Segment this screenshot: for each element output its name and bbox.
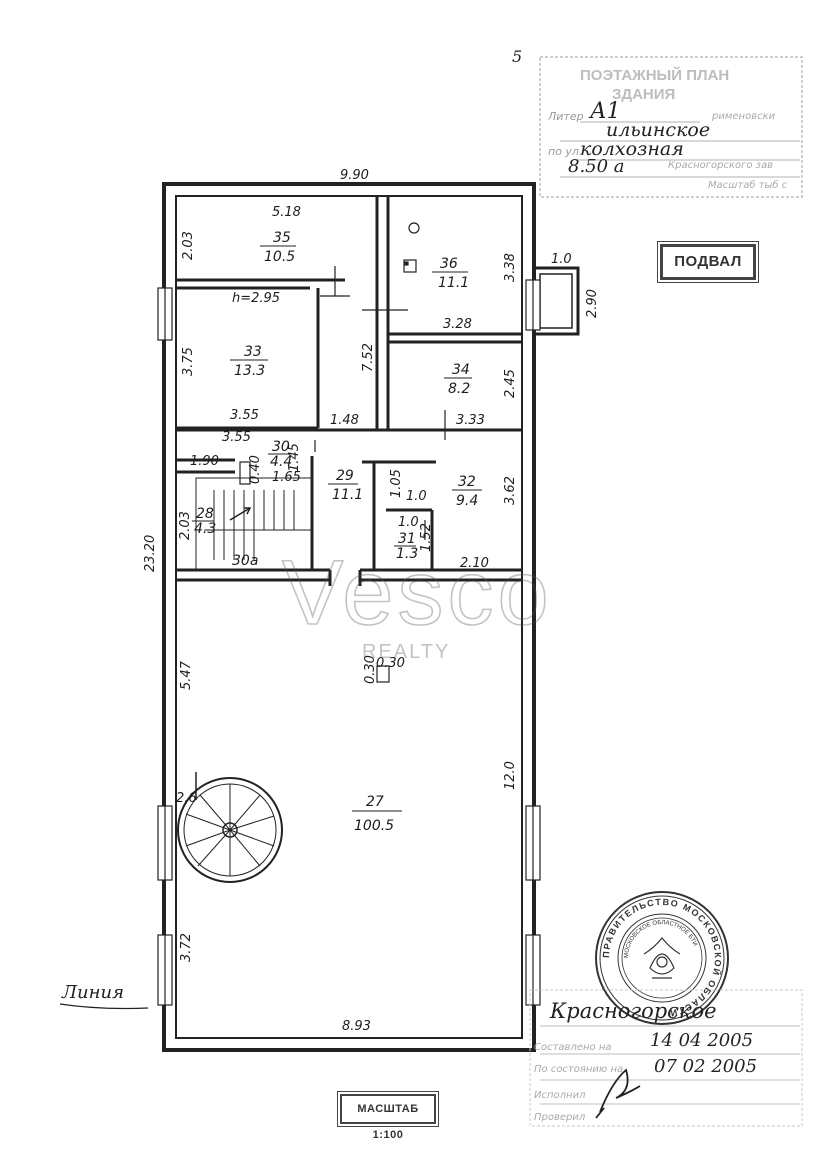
bottom-date-second: 07 02 2005 (654, 1056, 757, 1077)
stair-label: 30а (232, 553, 258, 569)
room-36-area: 11.1 (438, 275, 469, 291)
dim-26: 2.6 (176, 791, 197, 806)
room-35-num: 35 (273, 230, 291, 246)
dim-overall-width: 9.90 (340, 168, 369, 183)
dim-362: 3.62 (503, 476, 518, 505)
street-value: колхозная (580, 138, 684, 160)
title-heading-2: ЗДАНИЯ (612, 86, 675, 103)
faded-right-mid: Красногорского зав (668, 160, 773, 171)
room-33-num: 33 (244, 344, 262, 360)
bottom-faded-4: Проверил (534, 1112, 586, 1123)
bottom-date-first: 14 04 2005 (650, 1030, 753, 1051)
dim-752: 7.52 (361, 343, 376, 372)
room-30-num: 30 (272, 439, 290, 455)
dim-10-a: 1.0 (406, 489, 427, 504)
room-31-area: 1.3 (396, 546, 418, 562)
watermark: Vesco REALTY (281, 541, 553, 663)
height-note: h=2.95 (232, 291, 280, 306)
house-value: 8.50 а (568, 156, 625, 177)
room-28-num: 28 (196, 506, 214, 522)
liter-value: А1 (588, 99, 621, 124)
dim-547: 5.47 (179, 660, 194, 690)
room-30-area: 4.4 (270, 454, 292, 470)
room-34-area: 8.2 (448, 381, 470, 397)
dim-375: 3.75 (181, 347, 196, 376)
room-28-area: 4.3 (194, 521, 216, 537)
room-34-num: 34 (452, 362, 470, 378)
bottom-block: Красногорское Составлено на 14 04 2005 П… (529, 989, 803, 1127)
watermark-sub: REALTY (362, 641, 450, 663)
dim-290-ext: 2.90 (585, 289, 600, 318)
dim-203-stair: 2.03 (178, 511, 193, 540)
dim-030-a: 0.30 (363, 655, 378, 684)
dim-bottom-width: 8.93 (342, 1019, 371, 1034)
dim-203-top: 2.03 (181, 231, 196, 260)
dim-333: 3.33 (456, 413, 485, 428)
fixtures (239, 222, 420, 683)
room-labels: 35 10.5 36 11.1 33 13.3 34 8.2 30 4.4 29… (192, 230, 482, 834)
room-29-num: 29 (336, 468, 354, 484)
bottom-faded-2: По состоянию на (534, 1064, 623, 1075)
faded-right-top: рименовски (711, 111, 776, 122)
room-29-area: 11.1 (332, 487, 363, 503)
room-27-area: 100.5 (354, 818, 394, 834)
room-36-num: 36 (440, 256, 458, 272)
scale-stamp: МАСШТАБ 1:100 (337, 1091, 439, 1141)
bottom-faded-1: Составлено на (534, 1042, 612, 1053)
title-heading-1: ПОЭТАЖНЫЙ ПЛАН (580, 66, 729, 84)
room-27-num: 27 (366, 794, 384, 810)
door-marks (314, 266, 446, 540)
dim-10-ext: 1.0 (551, 252, 572, 267)
bottom-faded-3: Исполнил (534, 1090, 586, 1101)
liter-label: Литер (547, 110, 584, 123)
title-block: ПОЭТАЖНЫЙ ПЛАН ЗДАНИЯ Литер А1 рименовск… (539, 56, 803, 198)
dim-210: 2.10 (460, 556, 489, 571)
dim-190: 1.90 (190, 454, 219, 469)
outer-walls (162, 182, 536, 1052)
dim-338: 3.38 (503, 253, 518, 282)
bottom-city: Красногорское (549, 999, 717, 1023)
room-31-num: 31 (398, 531, 416, 547)
room-32-num: 32 (458, 474, 476, 490)
dim-355-b: 3.55 (222, 430, 251, 445)
dim-165: 1.65 (272, 470, 301, 485)
windows (157, 279, 541, 1006)
room-32-area: 9.4 (456, 493, 478, 509)
dim-overall-height: 23.20 (143, 535, 158, 572)
dim-518: 5.18 (272, 205, 301, 220)
dim-105: 1.05 (389, 469, 404, 498)
spiral-stair (177, 772, 283, 883)
dim-10-b: 1.0 (398, 515, 419, 530)
stair-28 (195, 477, 313, 571)
page-number: 5 (512, 47, 522, 66)
left-signature-text: Линия (61, 982, 124, 1003)
dim-152: 1.52 (419, 523, 434, 552)
dim-148: 1.48 (330, 413, 359, 428)
dim-145: 1.45 (287, 443, 302, 472)
dim-120: 12.0 (503, 761, 518, 790)
left-signature: Линия (59, 982, 149, 1010)
signature-scribble (595, 1068, 641, 1119)
dim-245: 2.45 (503, 369, 518, 398)
settlement-value: ильинское (606, 119, 710, 141)
dim-040: 0.40 (248, 455, 263, 484)
faded-right-low: Масштаб тыб с (708, 179, 788, 191)
dim-030-b: 0.30 (376, 656, 405, 671)
room-35-area: 10.5 (264, 249, 295, 265)
dim-372: 3.72 (179, 933, 194, 962)
floor-badge: ПОДВАЛ (657, 241, 759, 283)
room-33-area: 13.3 (234, 363, 265, 379)
dimension-labels: 9.90 8.93 23.20 5.18 2.03 3.75 3.55 3.55… (143, 168, 600, 1034)
dim-355-a: 3.55 (230, 408, 259, 423)
watermark-main: Vesco (282, 542, 553, 644)
street-label: по ул. (548, 145, 582, 158)
dim-328: 3.28 (443, 317, 472, 332)
